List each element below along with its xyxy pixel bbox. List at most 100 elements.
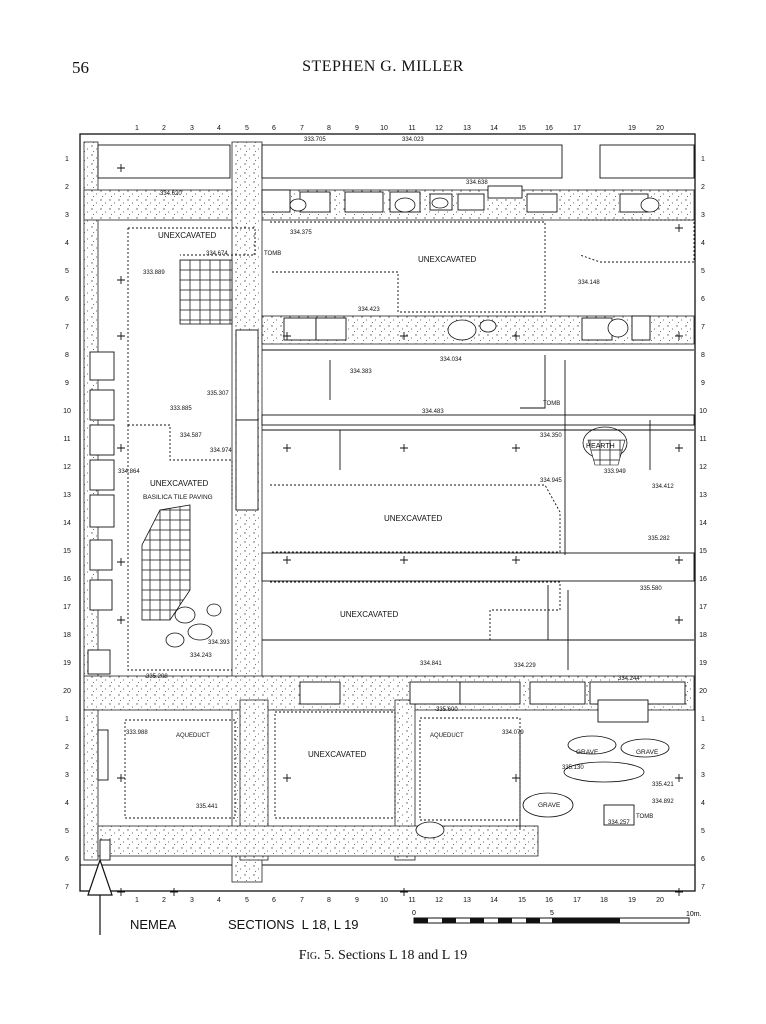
row-label: 10 xyxy=(63,408,71,415)
row-label: 9 xyxy=(65,380,69,387)
top-scale-label: 12 xyxy=(435,125,443,132)
tomb-label: TOMB xyxy=(264,251,281,257)
bottom-scale-label: 2 xyxy=(162,897,166,904)
bottom-scale: 1 2 3 4 5 6 7 8 9 10 11 12 13 14 15 16 1… xyxy=(135,897,664,904)
right-row-numbers: 1 2 3 4 5 6 7 8 9 10 11 12 13 14 15 16 1… xyxy=(699,156,707,891)
row-label: 13 xyxy=(699,492,707,499)
row-label: 5 xyxy=(65,828,69,835)
scale-bar: 0 5 10m. xyxy=(412,910,702,924)
elevation: 335.600 xyxy=(436,707,458,713)
grave-label: GRAVE xyxy=(576,749,599,756)
row-label: 19 xyxy=(699,660,707,667)
row-label: 4 xyxy=(65,800,69,807)
row-label: 3 xyxy=(65,212,69,219)
bottom-scale-label: 4 xyxy=(217,897,221,904)
elevation: 334.034 xyxy=(440,357,462,363)
hearth-label: HEARTH xyxy=(586,443,615,450)
row-label: 14 xyxy=(699,520,707,527)
elevation: 335.307 xyxy=(207,391,229,397)
bottom-scale-label: 6 xyxy=(272,897,276,904)
row-label: 9 xyxy=(701,380,705,387)
tomb-label: TOMB xyxy=(543,401,560,407)
row-label: 6 xyxy=(701,296,705,303)
elevation: 334.079 xyxy=(502,730,524,736)
bottom-scale-label: 20 xyxy=(656,897,664,904)
row-label: 6 xyxy=(65,296,69,303)
tomb-label: TOMB xyxy=(636,814,653,820)
row-label: 4 xyxy=(65,240,69,247)
row-label: 16 xyxy=(63,576,71,583)
bottom-scale-label: 10 xyxy=(380,897,388,904)
row-label: 20 xyxy=(63,688,71,695)
bottom-scale-label: 5 xyxy=(245,897,249,904)
unexcavated-label: UNEXCAVATED xyxy=(418,255,476,264)
wall-blocks xyxy=(87,144,695,861)
bottom-scale-label: 19 xyxy=(628,897,636,904)
unexcavated-label: UNEXCAVATED xyxy=(158,231,216,240)
elevation: 335.130 xyxy=(562,765,584,771)
top-scale-label: 1 xyxy=(135,125,139,132)
top-scale-label: 10 xyxy=(380,125,388,132)
rubble-stones xyxy=(165,197,670,839)
top-scale-label: 7 xyxy=(300,125,304,132)
top-scale-label: 6 xyxy=(272,125,276,132)
bottom-scale-label: 16 xyxy=(545,897,553,904)
row-label: 7 xyxy=(701,884,705,891)
grid-markers xyxy=(117,164,683,896)
row-label: 20 xyxy=(699,688,707,695)
north-arrow-icon xyxy=(87,858,113,935)
row-label: 1 xyxy=(65,156,69,163)
elevation: 333.949 xyxy=(604,469,626,475)
bottom-scale-label: 15 xyxy=(518,897,526,904)
elevation: 333.705 xyxy=(304,137,326,143)
row-label: 13 xyxy=(63,492,71,499)
elevation: 334.257 xyxy=(608,820,630,826)
row-label: 3 xyxy=(701,772,705,779)
legend-sections: SECTIONS L 18, L 19 xyxy=(228,917,359,932)
top-scale-label: 15 xyxy=(518,125,526,132)
bottom-scale-label: 17 xyxy=(573,897,581,904)
aqueduct-label: AQUEDUCT xyxy=(430,733,464,739)
unexcavated-label: UNEXCAVATED xyxy=(308,750,366,759)
elevation: 334.375 xyxy=(290,230,312,236)
page-number: 56 xyxy=(72,58,89,77)
left-row-numbers: 1 2 3 4 5 6 7 8 9 10 11 12 13 14 15 16 1… xyxy=(63,156,71,891)
top-scale: 1 2 3 4 5 6 7 8 9 10 11 12 13 14 15 16 1… xyxy=(80,125,695,135)
elevation: 335.282 xyxy=(648,536,670,542)
row-label: 12 xyxy=(63,464,71,471)
bottom-scale-label: 8 xyxy=(327,897,331,904)
elevation: 335.421 xyxy=(652,782,674,788)
top-scale-label: 2 xyxy=(162,125,166,132)
elevation: 333.889 xyxy=(143,270,165,276)
bottom-scale-label: 14 xyxy=(490,897,498,904)
elevation: 334.393 xyxy=(208,640,230,646)
top-scale-label: 20 xyxy=(656,125,664,132)
elevation: 334.483 xyxy=(422,409,444,415)
row-label: 18 xyxy=(63,632,71,639)
bottom-scale-label: 13 xyxy=(463,897,471,904)
grave-label: GRAVE xyxy=(636,749,659,756)
legend-site: NEMEA xyxy=(130,917,177,932)
row-label: 1 xyxy=(701,156,705,163)
row-label: 5 xyxy=(65,268,69,275)
running-head: STEPHEN G. MILLER xyxy=(302,58,464,75)
row-label: 4 xyxy=(701,800,705,807)
row-label: 4 xyxy=(701,240,705,247)
caption-text: Sections L 18 and L 19 xyxy=(334,948,468,963)
elevation: 333.885 xyxy=(170,406,192,412)
elevation: 334.945 xyxy=(540,478,562,484)
top-scale-label: 13 xyxy=(463,125,471,132)
top-scale-label: 4 xyxy=(217,125,221,132)
elevation-labels: 333.705 334.023 334.620 334.638 334.375 … xyxy=(118,137,674,826)
unexcavated-label: UNEXCAVATED xyxy=(384,514,442,523)
row-label: 7 xyxy=(65,324,69,331)
top-scale-label: 8 xyxy=(327,125,331,132)
elevation: 334.638 xyxy=(466,180,488,186)
row-label: 15 xyxy=(63,548,71,555)
bottom-scale-label: 12 xyxy=(435,897,443,904)
row-label: 1 xyxy=(701,716,705,723)
top-scale-label: 5 xyxy=(245,125,249,132)
elevation: 334.383 xyxy=(350,369,372,375)
row-label: 6 xyxy=(65,856,69,863)
area-labels: UNEXCAVATED UNEXCAVATED UNEXCAVATED UNEX… xyxy=(143,231,659,820)
